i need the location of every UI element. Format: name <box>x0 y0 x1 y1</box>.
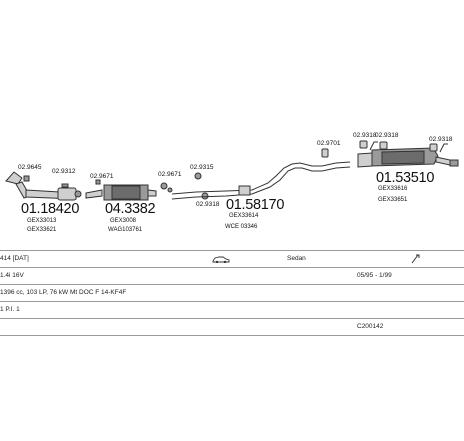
part-number-main: 01.58170 <box>226 197 284 213</box>
part-code-small: 02.9318 <box>375 132 399 139</box>
part-number-main: 04.3382 <box>105 201 156 217</box>
part-code-small: 02.9318 <box>196 201 220 208</box>
info-row-extra: 1 P.I. 1 <box>0 302 464 319</box>
engine-spec-text: 1396 cc, 103 LP, 76 kW Mt DOC F 14-KF4F <box>0 289 127 296</box>
part-ref-code: GEX33621 <box>27 227 57 233</box>
info-row-model: 414 [DAT] Sedan <box>0 250 464 268</box>
part-ref-code: GEX33651 <box>378 197 408 203</box>
part-ref-code: WCE 03346 <box>225 224 258 230</box>
info-row-catalog: C200142 <box>0 319 464 336</box>
part-code-small: 02.9701 <box>317 140 341 147</box>
part-code-small: 02.9318 <box>429 136 453 143</box>
gasket-part <box>23 175 82 198</box>
part-code-small: 02.9671 <box>158 171 182 178</box>
model-text: 414 [DAT] <box>0 255 29 262</box>
extra-text: 1 P.I. 1 <box>0 306 20 313</box>
wrench-icon <box>411 254 420 264</box>
part-code-small: 02.9671 <box>90 173 114 180</box>
part-ref-code: GEX33013 <box>27 218 57 224</box>
part-ref-code: GEX33616 <box>378 186 408 192</box>
front-pipe-part <box>5 171 77 201</box>
part-ref-code: WAG103761 <box>108 227 143 233</box>
period-text: 05/95 - 1/99 <box>357 272 392 279</box>
vehicle-info-table: 414 [DAT] Sedan 1.4i 16V 05/95 - 1/99 13… <box>0 250 464 336</box>
exhaust-diagram: 02.9645 02.9312 01.18420 GEX33013 GEX336… <box>5 132 459 233</box>
part-ref-code: GEX3008 <box>110 218 137 224</box>
part-code-small: 02.9318 <box>353 132 377 139</box>
rear-silencer-part <box>357 141 459 168</box>
part-ref-code: GEX33614 <box>229 213 259 219</box>
body-type-text: Sedan <box>287 255 306 262</box>
middle-pipe-part <box>171 161 351 200</box>
part-code-small: 02.9645 <box>18 164 42 171</box>
car-icon <box>212 256 230 263</box>
catalog-number: C200142 <box>357 323 384 330</box>
part-code-small: 02.9315 <box>190 164 214 171</box>
part-code-small: 02.9312 <box>52 168 76 175</box>
catalyst-part <box>85 179 157 201</box>
hanger-part <box>321 140 438 158</box>
info-row-spec: 1396 cc, 103 LP, 76 kW Mt DOC F 14-KF4F <box>0 285 464 302</box>
clamp-part <box>160 172 209 200</box>
part-number-main: 01.18420 <box>21 201 79 217</box>
engine-text: 1.4i 16V <box>0 272 24 279</box>
part-number-main: 01.53510 <box>376 170 434 186</box>
info-row-engine: 1.4i 16V 05/95 - 1/99 <box>0 268 464 285</box>
